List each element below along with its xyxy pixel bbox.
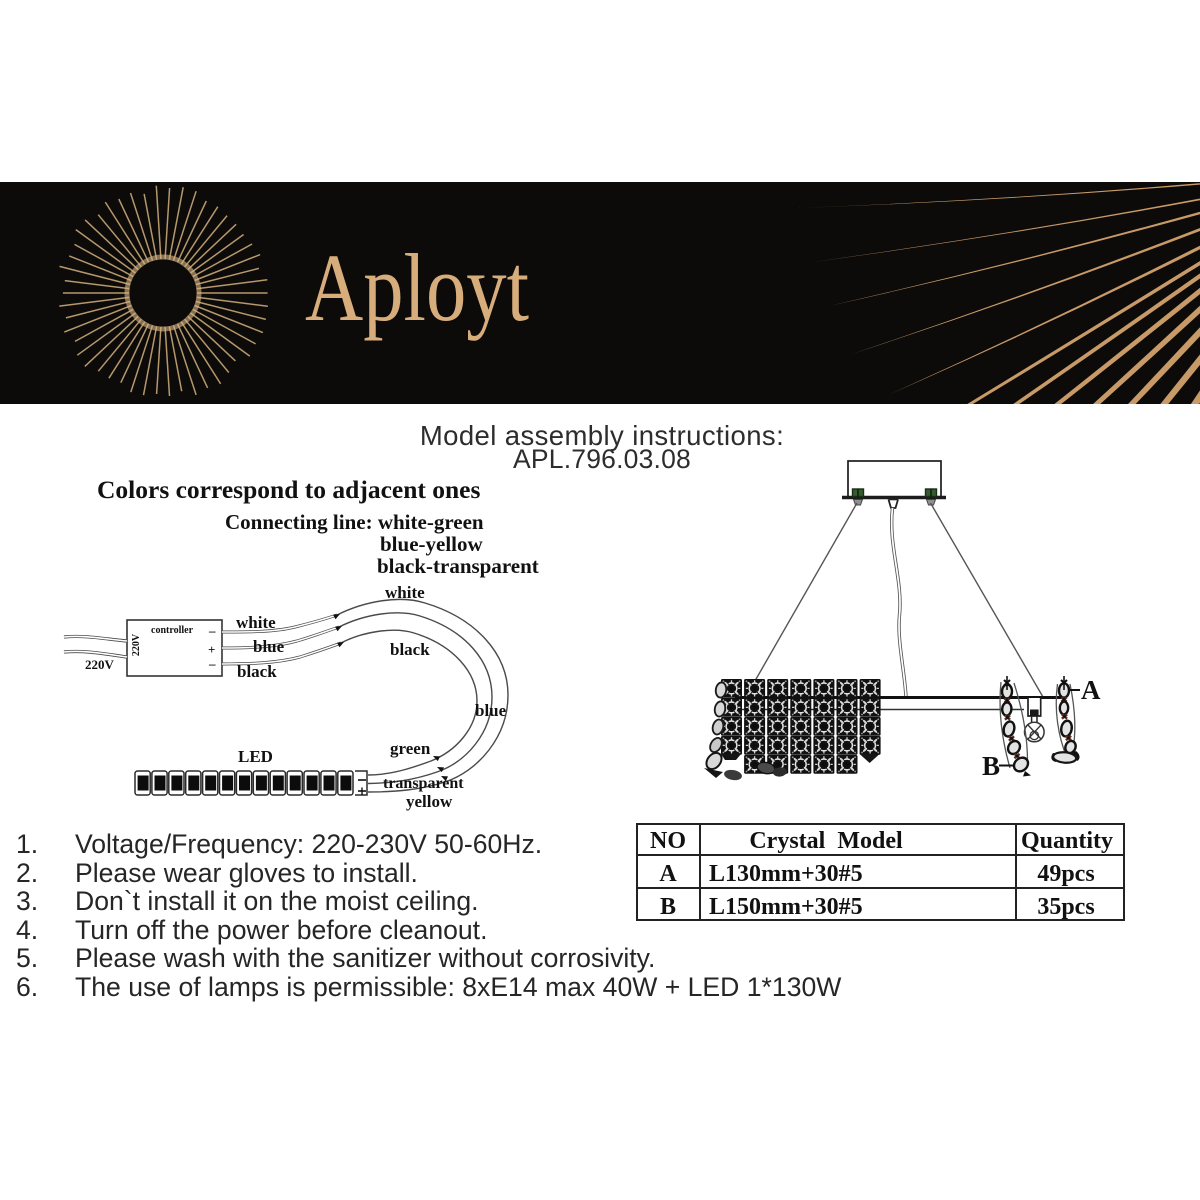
svg-text:Quantity: Quantity — [1021, 828, 1113, 854]
svg-text:B: B — [982, 751, 1000, 781]
svg-text:black: black — [390, 640, 430, 659]
svg-text:black: black — [237, 662, 277, 681]
svg-text:220V: 220V — [85, 657, 115, 672]
svg-text:blue: blue — [253, 637, 285, 656]
svg-text:Aployt: Aployt — [305, 234, 529, 341]
svg-text:B: B — [660, 894, 676, 920]
svg-text:L150mm+30#5: L150mm+30#5 — [709, 894, 863, 920]
svg-text:–: – — [208, 656, 216, 671]
svg-text:35pcs: 35pcs — [1037, 894, 1094, 920]
svg-text:A: A — [659, 861, 677, 887]
svg-text:NO: NO — [650, 828, 686, 854]
svg-text:yellow: yellow — [406, 792, 453, 811]
svg-text:transparent: transparent — [383, 775, 464, 792]
svg-text:+: + — [208, 642, 215, 657]
svg-text:A: A — [1081, 675, 1101, 705]
svg-text:Crystal Model: Crystal Model — [749, 828, 903, 854]
svg-text:controller: controller — [151, 625, 194, 636]
svg-text:green: green — [390, 739, 431, 758]
svg-text:–: – — [208, 623, 216, 638]
svg-text:blue: blue — [475, 701, 507, 720]
svg-text:220V: 220V — [131, 633, 142, 656]
svg-text:49pcs: 49pcs — [1037, 861, 1094, 887]
svg-text:L130mm+30#5: L130mm+30#5 — [709, 861, 863, 887]
svg-text:white: white — [385, 583, 425, 602]
svg-text:LED: LED — [238, 747, 273, 766]
svg-text:white: white — [236, 613, 276, 632]
